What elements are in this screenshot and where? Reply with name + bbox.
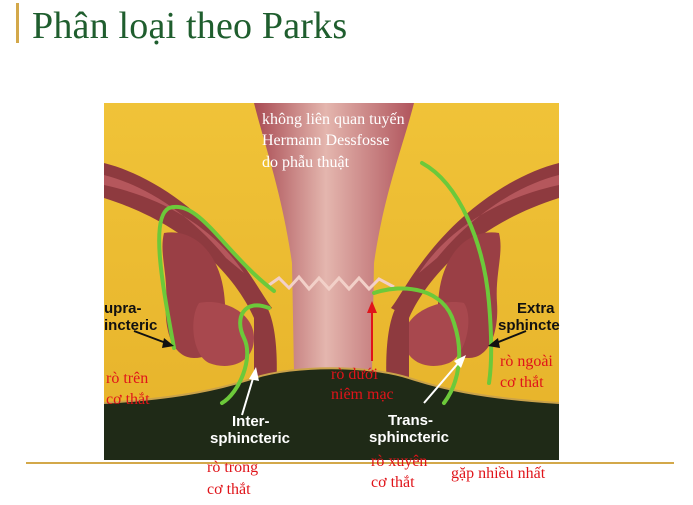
annotation-transsphincteric-2: cơ thắt [371, 474, 415, 491]
figure-note-line-1: không liên quan tuyến [262, 111, 405, 128]
slide-title: Phân loại theo Parks [32, 5, 348, 47]
annotation-submucosal-2: niêm mạc [331, 386, 394, 403]
label-intersphincteric-1: Inter- [232, 413, 270, 430]
annotation-suprasphincteric-2: cơ thắt [106, 391, 150, 408]
annotation-extrasphincteric-2: cơ thắt [500, 374, 544, 391]
label-transsphincteric-2: sphincteric [369, 429, 450, 446]
footer-divider [26, 462, 674, 464]
label-extrasphincteric-2: sphincte [498, 317, 560, 334]
annotation-most-common: gặp nhiều nhất [451, 465, 546, 482]
annotation-submucosal-1: rò dưới [331, 366, 378, 383]
annotation-transsphincteric-1: rò xuyên [371, 453, 428, 470]
annotation-suprasphincteric-1: rò trên [106, 370, 149, 387]
annotation-intersphincteric-1: rò trong [207, 459, 259, 476]
figure-note-line-3: do phẫu thuật [262, 154, 350, 171]
anal-fistula-illustration [104, 103, 559, 460]
label-extrasphincteric-1: Extra [517, 300, 555, 317]
title-accent-bar [16, 3, 19, 43]
label-intersphincteric-2: sphincteric [210, 430, 291, 447]
label-suprasphincteric-1: upra- [104, 300, 142, 317]
annotation-intersphincteric-2: cơ thắt [207, 481, 251, 498]
figure-note-line-2: Hermann Dessfosse [262, 132, 390, 149]
annotation-extrasphincteric-1: rò ngoài [500, 353, 553, 370]
label-suprasphincteric-2: incteric [104, 317, 158, 334]
label-transsphincteric-1: Trans- [388, 412, 434, 429]
